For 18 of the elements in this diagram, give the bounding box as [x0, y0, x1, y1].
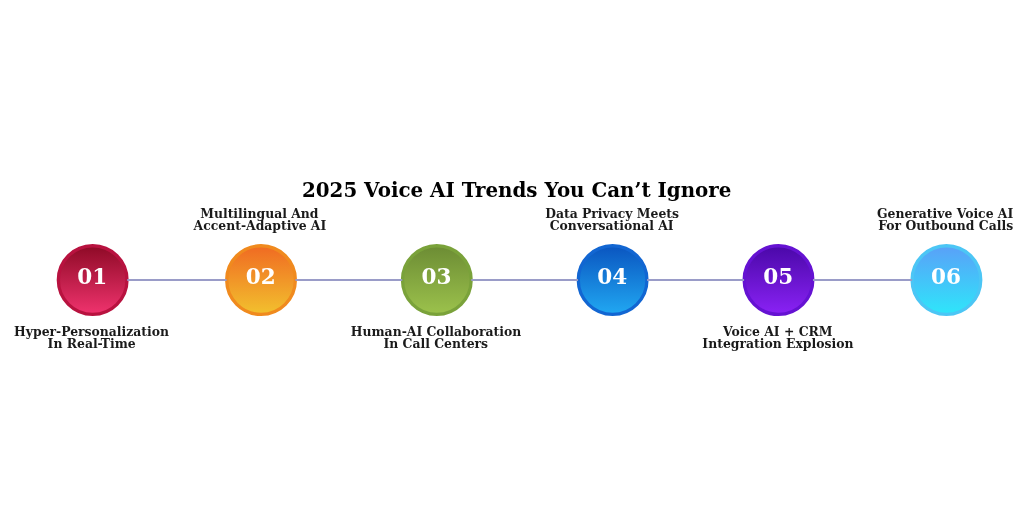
node-label: Multilingual And Accent-Adaptive AI	[193, 206, 327, 234]
node-circle: 06	[910, 244, 983, 317]
node-label: Data Privacy Meets Conversational AI	[545, 206, 680, 234]
connector	[127, 279, 227, 282]
diagram-title: 2025 Voice AI Trends You Can’t Ignore	[301, 177, 732, 202]
node-circle: 03	[400, 244, 473, 317]
node-label: Voice AI + CRM Integration Explosion	[702, 323, 854, 351]
node-label: Generative Voice AI For Outbound Calls	[876, 206, 1014, 234]
node-label: Human-AI Collaboration In Call Centers	[350, 323, 522, 351]
node-circle: 02	[225, 244, 297, 317]
connector	[647, 279, 745, 282]
node-circle: 04	[576, 244, 649, 317]
connector	[295, 279, 403, 282]
node-label: Hyper-Personalization In Real-Time	[14, 323, 170, 351]
connector	[471, 279, 578, 282]
connector	[812, 279, 912, 282]
node-circle: 05	[742, 244, 815, 317]
node-circle: 01	[56, 244, 129, 317]
